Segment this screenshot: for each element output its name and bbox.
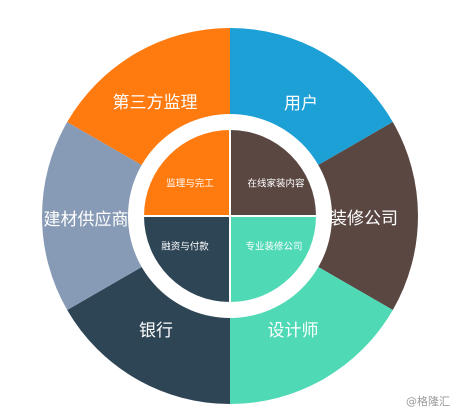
inner-quadrant-professional-company (230, 216, 316, 302)
outer-label-materials-supplier: 建材供应商 (44, 210, 129, 230)
inner-label-online-content: 在线家装内容 (247, 178, 305, 190)
inner-label-financing-payment: 融资与付款 (161, 241, 209, 253)
inner-circle (144, 130, 316, 302)
labels: 用户 装修公司 设计师 银行 建材供应商 第三方监理 在线家装内容 专业装修公司… (44, 93, 399, 341)
inner-label-supervision-completion: 监理与完工 (166, 178, 214, 190)
inner-label-professional-company: 专业装修公司 (245, 241, 302, 253)
outer-label-third-party-supervision: 第三方监理 (113, 93, 198, 113)
outer-label-users: 用户 (284, 94, 318, 114)
inner-quadrant-online-content (230, 130, 316, 216)
outer-label-designer: 设计师 (268, 321, 319, 341)
outer-label-bank: 银行 (139, 321, 173, 341)
outer-label-decoration-company: 装修公司 (330, 209, 398, 229)
watermark: @格隆汇 (406, 394, 450, 408)
inner-quadrant-supervision-completion (144, 130, 230, 216)
inner-quadrant-financing-payment (144, 216, 230, 302)
